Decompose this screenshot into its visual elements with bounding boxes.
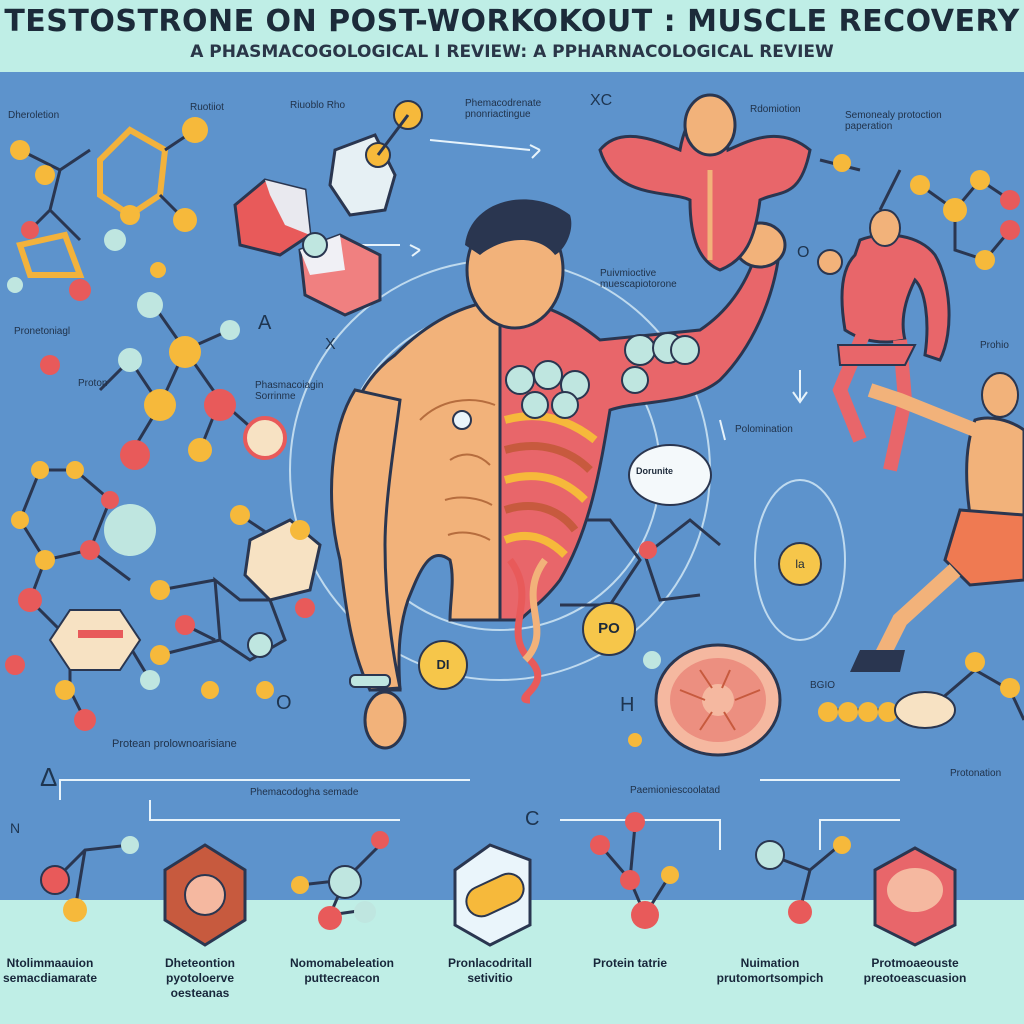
letter-n: N <box>10 820 21 836</box>
header-band <box>0 0 1024 72</box>
page-title: TESTOSTRONE ON POST-WORKOKOUT : MUSCLE R… <box>4 4 1020 39</box>
bottom-label-4: Pronlacodritall setivitio <box>447 956 533 985</box>
runner-figure <box>850 372 1024 672</box>
letter-o-mid: O <box>797 244 810 261</box>
bottom-label-3: Nomomabeleation puttecreacon <box>289 956 394 985</box>
bottom-label-1: Ntolimmaauion semacdiamarate <box>2 956 98 985</box>
bottom-icons <box>40 812 957 947</box>
bottom-label-2: Dheteontion pyotoloerve oesteanas <box>165 956 235 1000</box>
label-pharm-service: Phemacodogha semade <box>250 787 359 798</box>
label-muscle: Puivmioctive muescapiotorone <box>600 268 677 290</box>
letter-a: A <box>258 312 272 334</box>
label-center-bottom: Paemioniescoolatad <box>630 785 721 796</box>
badge-po: PO <box>582 602 636 656</box>
muscle-tissue <box>654 643 782 757</box>
letter-c: C <box>525 808 540 830</box>
page-subtitle: A PHASMACOGOLOGICAL I REVIEW: A PPHARNAC… <box>190 42 834 62</box>
label-top-a: Ruotiiot <box>190 102 224 113</box>
molecule-right <box>818 154 1024 729</box>
molecule-center <box>150 505 721 747</box>
bottom-label-7: Protmoaeouste preotoeascuasion <box>863 956 967 985</box>
muscle-back <box>598 93 812 272</box>
letter-h: H <box>620 694 635 716</box>
muscle-man-right <box>817 209 951 472</box>
bottom-label-5: Protein tatrie <box>592 956 667 970</box>
label-top-e: Semonealy protoction paperation <box>845 110 942 132</box>
label-proton: Proton <box>78 378 108 389</box>
dominite-badge <box>628 444 712 506</box>
label-top-d: Rdomiotion <box>750 104 801 115</box>
figure-torso <box>330 199 787 750</box>
badge-d: DI <box>418 640 468 690</box>
flow-arrows <box>409 144 808 441</box>
label-bgio: BGIO <box>810 680 836 691</box>
label-protein-right: Protonation <box>950 768 1002 779</box>
letter-o-left: O <box>276 692 292 714</box>
label-mid-center: Phasmacoiagin Sorrinme <box>255 380 324 402</box>
label-prohio: Prohio <box>980 340 1009 351</box>
label-top-b: Riuoblo Rho <box>290 100 346 111</box>
crystal-shapes <box>233 100 423 317</box>
label-protein-path: Protean prolownoarisiane <box>112 738 237 750</box>
molecule-left <box>5 117 287 731</box>
bottom-label-6: Nuimation prutomortsompich <box>716 956 824 985</box>
letter-x: X <box>325 336 336 353</box>
label-top-c: Phemacodrenate pnonriactingue <box>465 98 542 120</box>
letter-xc: XC <box>590 92 613 109</box>
label-polomination: Polomination <box>735 424 793 435</box>
label-top-left: Dheroletion <box>8 110 60 121</box>
label-mid-left: Pronetoniagl <box>14 326 71 337</box>
letter-delta: Δ <box>40 762 58 792</box>
label-dominite: Dorunite <box>636 466 673 476</box>
badge-la: la <box>778 542 822 586</box>
